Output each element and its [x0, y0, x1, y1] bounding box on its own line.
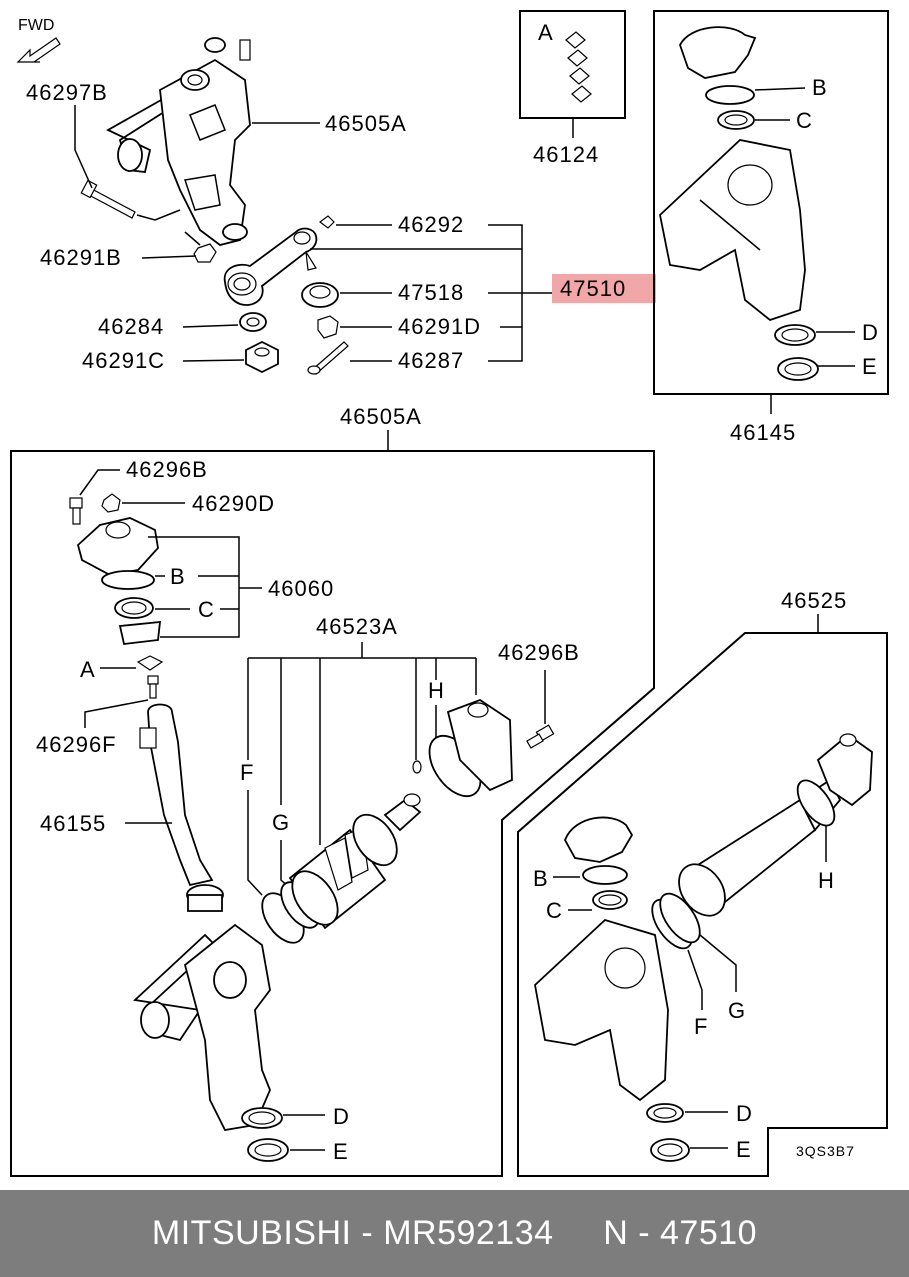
label-box-D: D — [333, 1104, 350, 1129]
housing-46145 — [659, 26, 819, 381]
forward-arrow-icon — [16, 37, 61, 63]
label-46525-B: B — [533, 866, 549, 891]
label-46525-D: D — [736, 1101, 753, 1126]
label-46155: 46155 — [40, 811, 106, 836]
label-46060-C: C — [198, 597, 215, 622]
label-46525: 46525 — [781, 588, 847, 613]
label-46284: 46284 — [98, 314, 164, 339]
diagram-reference-code: 3QS3B7 — [796, 1143, 855, 1159]
shim-plate-A — [136, 655, 164, 671]
cover-assembly-46060 — [76, 517, 162, 645]
label-46525-F: F — [694, 1014, 708, 1039]
nut-46291D — [317, 315, 339, 339]
washer-46284 — [239, 312, 267, 332]
label-46525-C: C — [546, 898, 563, 923]
box-46525 — [517, 632, 888, 1177]
label-46145-B: B — [812, 75, 828, 100]
label-46297B: 46297B — [26, 80, 108, 105]
label-46145-D: D — [862, 320, 879, 345]
label-46525-G: G — [728, 998, 746, 1023]
shim-plates-46124 — [565, 31, 592, 103]
label-46523A-F: F — [240, 760, 254, 785]
label-46291D: 46291D — [398, 314, 481, 339]
label-46296B-top: 46296B — [126, 457, 208, 482]
bolt-46296B-top — [69, 497, 83, 525]
label-46124-A: A — [538, 20, 554, 45]
bolt-46297B — [80, 179, 136, 219]
bolt-46296B-right — [526, 724, 555, 749]
footer-bar: MITSUBISHI - MR592134 N - 47510 — [0, 1190, 909, 1277]
label-46523A-H: H — [428, 678, 445, 703]
label-46505A-top: 46505A — [325, 111, 407, 136]
steering-gear-housing-top — [106, 37, 251, 246]
label-46292: 46292 — [398, 212, 464, 237]
nut-46291B — [193, 243, 217, 263]
label-46523A-G: G — [272, 810, 290, 835]
highlight-47510 — [552, 274, 656, 303]
label-46525-H: H — [818, 868, 835, 893]
nut-46291C — [245, 340, 279, 374]
cotter-pin-46287 — [307, 341, 349, 375]
label-46124: 46124 — [533, 142, 599, 167]
steering-gear-housing-lower — [133, 923, 289, 1162]
label-46287: 46287 — [398, 348, 464, 373]
box-46124 — [519, 10, 626, 119]
label-46145-E: E — [862, 354, 878, 379]
label-46145: 46145 — [730, 420, 796, 445]
parts-diagram: FWD 46297B 46505A 46291B 46292 — [10, 10, 889, 1177]
label-46525-E: E — [736, 1137, 752, 1162]
label-46505A-box: 46505A — [340, 404, 422, 429]
label-46291C: 46291C — [82, 348, 165, 373]
seal-rings-FG — [651, 892, 701, 950]
sector-shaft-46155 — [139, 703, 224, 912]
label-box-A: A — [80, 657, 96, 682]
box-46505A — [10, 450, 655, 1177]
label-46523A: 46523A — [316, 614, 398, 639]
seal-47518 — [301, 282, 339, 308]
label-46296F: 46296F — [36, 732, 117, 757]
label-46291B: 46291B — [40, 245, 122, 270]
fwd-label: FWD — [18, 17, 54, 34]
footer-caption: MITSUBISHI - MR592134 N - 47510 — [151, 1214, 758, 1252]
nut-46290D — [101, 493, 121, 513]
label-box-E: E — [333, 1139, 349, 1164]
label-46290D: 46290D — [192, 491, 275, 516]
label-47518: 47518 — [398, 280, 464, 305]
label-47510: 47510 — [560, 276, 626, 301]
ball-nut-assembly-46523A — [261, 698, 513, 944]
worm-shaft-46525 — [678, 733, 873, 917]
pitman-arm-assembly — [223, 227, 318, 306]
housing-46525 — [534, 816, 690, 1162]
label-46060: 46060 — [268, 576, 334, 601]
label-46145-C: C — [796, 108, 813, 133]
label-46060-B: B — [170, 564, 186, 589]
bolt-46296F — [147, 675, 159, 699]
label-46296B-right: 46296B — [498, 640, 580, 665]
grease-fitting-46292 — [319, 215, 335, 229]
